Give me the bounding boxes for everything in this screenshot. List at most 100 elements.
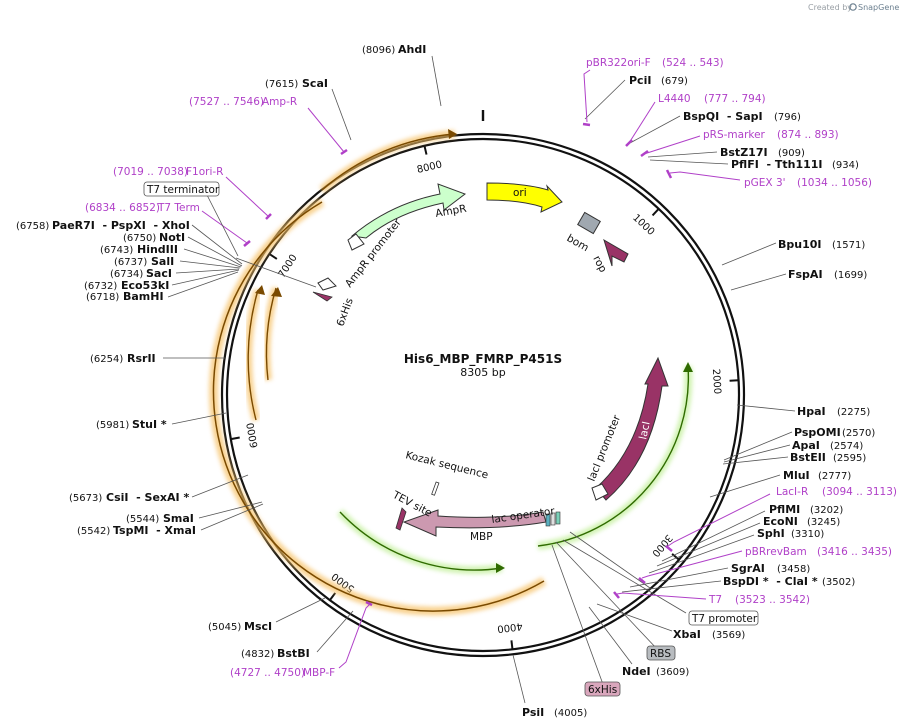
site-bspqi[interactable]: BspQI - SapI [683,110,763,123]
site-pflmi[interactable]: PflMI [769,503,800,516]
site-pflmi-pos: (3202) [810,505,843,516]
site-csii[interactable]: CsiI - SexAI * [106,491,189,504]
site-ndei[interactable]: NdeI [622,665,651,678]
rop-label: rop [590,254,609,275]
mbp-feature[interactable]: MBP [402,509,547,543]
site-noti[interactable]: NotI [159,231,185,244]
site-scai[interactable]: ScaI [302,77,328,90]
site-psii[interactable]: PsiI [522,706,544,719]
site-smai-pos: (5544) [126,514,159,525]
site-bamhi[interactable]: BamHI [123,290,164,303]
site-sphi[interactable]: SphI [757,527,785,540]
site-rsrii[interactable]: RsrII [127,352,156,365]
site-saci[interactable]: SacI [146,267,172,280]
primer-lacir-range: (3094 .. 3113) [822,486,897,498]
tick-mark-8000 [423,145,428,155]
site-hindiii-pos: (6743) [100,245,133,256]
site-mlui-pos: (2777) [818,471,851,482]
site-tspmi[interactable]: TspMI - XmaI [113,524,196,537]
site-rsrii-pos: (6254) [90,354,123,365]
site-hindiii[interactable]: HindIII [137,243,178,256]
site-hpai[interactable]: HpaI [797,405,826,418]
primer-mbpf[interactable]: MBP-F [303,667,335,679]
site-eco53ki[interactable]: Eco53kI [121,279,169,292]
site-pflfi[interactable]: PflFI - Tth111I [731,158,823,171]
primer-f1ori-range: (7019 .. 7038) [113,166,188,178]
tick-mark-3000 [671,553,680,561]
ori-label: ori [513,187,527,199]
left-sites: (8096) AhdI (7615) ScaI (6758) PaeR7I - … [16,43,442,660]
site-bspqi-pos: (796) [774,112,801,123]
primer-pbrrevbam[interactable]: pBRrevBam [745,546,807,558]
site-pcii-pos: (679) [661,76,688,87]
primer-t7term[interactable]: T7 Term [157,202,200,214]
primer-pgex3-range: (1034 .. 1056) [797,177,872,189]
kozak-label: Kozak sequence [404,449,489,481]
credit-text: Created by [808,3,852,12]
tick-label-1000: 1000 [630,212,656,237]
orange-arc-inner [262,286,280,381]
site-bstbi[interactable]: BstBI [277,647,310,660]
site-pflfi-pos: (934) [832,160,859,171]
tick-mark-1000 [651,208,660,217]
rbs-box[interactable]: RBS [646,645,676,661]
site-bspdi-pos: (3502) [822,577,855,588]
tick-label-6000: 6000 [245,422,260,449]
site-tspmi-pos: (5542) [77,526,110,537]
t7-promoter-box[interactable]: T7 promoter [688,610,759,626]
primer-lacir[interactable]: LacI-R [776,486,808,498]
primer-ampr[interactable]: Amp-R [262,96,297,108]
site-bpu10i[interactable]: Bpu10I [778,238,822,251]
site-ahdi[interactable]: AhdI [398,43,426,56]
site-pcii[interactable]: PciI [629,74,651,87]
primer-prsmarker[interactable]: pRS-marker [703,129,766,141]
site-econi[interactable]: EcoNI [763,515,798,528]
site-sphi-pos: (3310) [791,529,824,540]
primer-l4440[interactable]: L4440 [658,93,691,105]
site-xbai[interactable]: XbaI [673,628,701,641]
kozak-feature[interactable]: Kozak sequence [404,449,489,496]
mbp-label: MBP [470,531,493,543]
site-bstz17i-pos: (909) [778,148,805,159]
site-apai-pos: (2574) [830,441,863,452]
site-pspomi[interactable]: PspOMI [794,426,841,439]
site-fspai[interactable]: FspAI [788,268,823,281]
site-msci[interactable]: MscI [244,620,272,633]
snapgene-logo-icon [849,3,857,11]
site-bspdi[interactable]: BspDI * - ClaI * [723,575,818,588]
bom-feature[interactable]: bom [565,211,601,254]
site-apai[interactable]: ApaI [792,439,820,452]
tev-label: TEV site [390,489,434,520]
tick-label-7000: 7000 [277,253,300,280]
t7-terminator-label: T7 terminator [146,184,220,196]
primer-pbrrevbam-range: (3416 .. 3435) [817,546,892,558]
plasmid-title: His6_MBP_FMRP_P451S [404,352,562,367]
his6-inner-label: 6xHis [335,296,356,328]
site-bpu10i-pos: (1571) [832,240,865,251]
site-hpai-pos: (2275) [837,407,870,418]
primer-t7[interactable]: T7 [708,594,722,606]
rop-feature[interactable]: rop [590,238,629,275]
his6-box[interactable]: 6xHis [584,681,621,697]
laci-feature[interactable]: lacI [595,356,669,501]
primer-mbpf-range: (4727 .. 4750) [230,667,305,679]
site-bstz17i[interactable]: BstZ17I [720,146,768,159]
site-sali[interactable]: SalI [151,255,174,268]
ori-feature[interactable]: ori [486,182,563,213]
primer-t7term-range: (6834 .. 6852) [85,202,160,214]
site-smai[interactable]: SmaI [163,512,194,525]
green-arc-right [537,362,693,550]
site-mlui[interactable]: MluI [783,469,810,482]
primer-pbr322ori[interactable]: pBR322ori-F [586,57,651,69]
primer-f1ori[interactable]: F1ori-R [186,166,223,178]
laci-label: lacI [637,420,653,440]
site-bsteii[interactable]: BstEII [790,451,826,464]
primer-pgex3[interactable]: pGEX 3' [744,177,786,189]
site-sgrai[interactable]: SgrAI [731,562,765,575]
orange-arc-top [319,129,457,194]
t7-terminator-box[interactable]: T7 terminator [143,181,317,288]
site-stui[interactable]: StuI * [132,418,167,431]
ampr-feature[interactable]: AmpR [350,183,467,239]
site-bamhi-pos: (6718) [86,292,119,303]
site-xhoi[interactable]: PaeR7I - PspXI - XhoI [52,219,190,232]
